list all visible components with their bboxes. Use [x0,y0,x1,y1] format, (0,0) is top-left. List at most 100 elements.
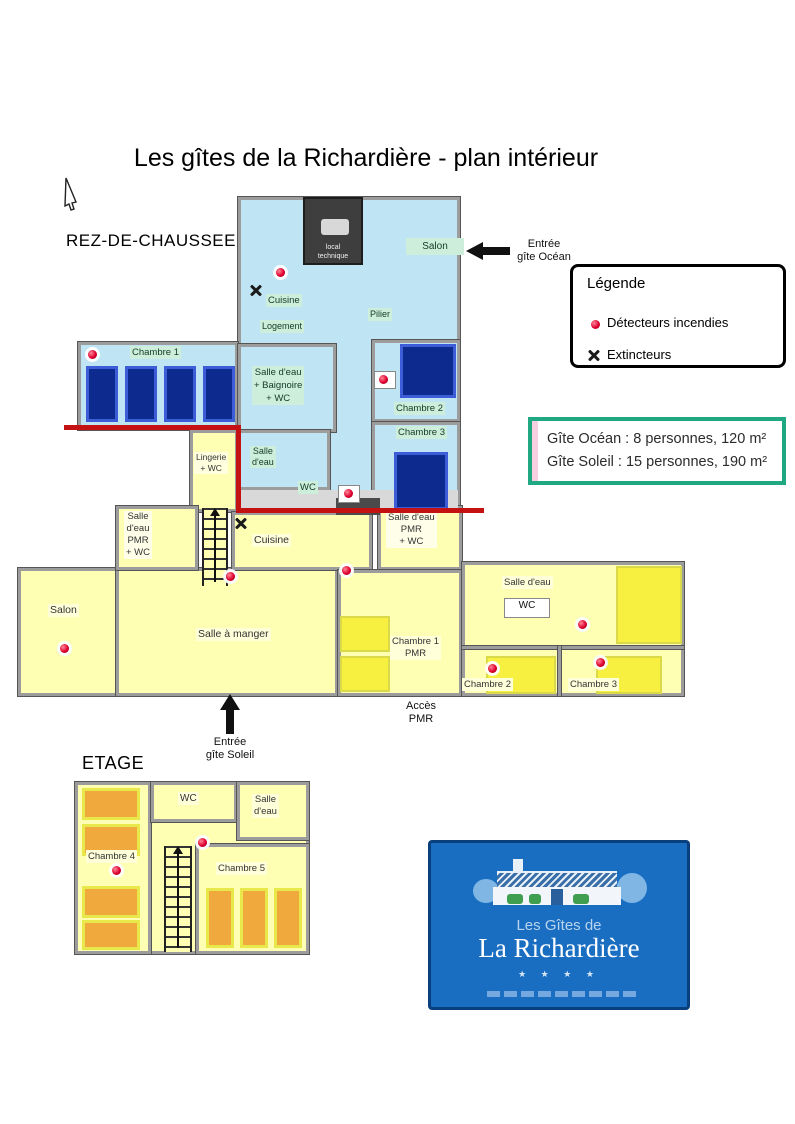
smoke-detector-dot [578,620,587,629]
room-label-soleil-salle-eau: Salle d'eau [502,576,553,589]
room-label-etage-salle-eau: Salle d'eau [252,794,279,818]
room-label-ocean-salle-eau2: Salle d'eau [250,446,276,468]
bed [82,886,140,918]
bed [400,344,456,398]
bush-icon [507,894,523,904]
room-label-soleil-cuisine: Cuisine [252,534,292,547]
gites-info-box: Gîte Océan : 8 personnes, 120 m² Gîte So… [528,417,786,485]
brand-logo: Les Gîtes de La Richardière ★ ★ ★ ★ [428,840,690,1010]
bed [82,788,140,820]
ocean-entrance-arrow-shaft [482,247,510,255]
room-label-soleil-wc: WC [518,600,536,611]
chimney-icon [513,859,523,871]
bed [82,920,140,950]
soleil-entrance-arrow-icon [220,694,240,710]
legend-detectors-label: Détecteurs incendies [607,315,729,330]
farmhouse-illustration-icon [471,853,647,913]
staircase-etage [164,846,192,952]
bed [340,656,390,692]
room-label-ocean-wc: WC [298,481,318,494]
bush-icon [529,894,541,904]
room-label-soleil-wc-box [504,598,550,618]
room-label-salle-a-manger: Salle à manger [196,628,271,641]
gite-divider-red-line [236,425,241,513]
room-label-etage-wc: WC [178,792,199,805]
room-soleil-salon [17,567,119,697]
cursor-artifact-icon [64,177,77,211]
room-label-soleil-chambre3: Chambre 3 [568,678,619,691]
room-ocean-chambre2 [371,339,461,423]
smoke-detector-dot [488,664,497,673]
gite-divider-red-line [236,508,484,513]
room-label-sdb-pmr-left: Salle d'eau PMR + WC [124,511,153,559]
ocean-entrance-arrow-icon [466,242,483,260]
smoke-detector-dot [344,489,353,498]
room-label-soleil-chambre2: Chambre 2 [462,678,513,691]
bed [394,452,448,510]
bed [203,366,235,422]
logo-line1: Les Gîtes de [516,917,602,934]
room-label-ocean-salon: Salon [406,238,464,255]
smoke-detector-dot [112,866,121,875]
pmr-access-label: Accès PMR [406,700,436,725]
room-label-sdb-pmr-right: Salle d'eau PMR + WC [386,512,437,548]
ground-floor-label: REZ-DE-CHAUSSEE [66,231,236,250]
bed [125,366,157,422]
smoke-detector-dot [342,566,351,575]
logo-stars: ★ ★ ★ ★ [518,969,600,979]
bed [274,888,302,948]
smoke-detector-dot [276,268,285,277]
smoke-detector-dot [198,838,207,847]
room-label-chambre1-pmr: Chambre 1 PMR [390,636,441,660]
soleil-entrance-label: Entrée gîte Soleil [205,736,255,761]
smoke-detector-dot [596,658,605,667]
smoke-detector-dot [226,572,235,581]
ocean-entrance-label: Entrée gîte Océan [517,238,571,263]
room-label-etage-chambre4: Chambre 4 [86,850,137,863]
room-label-ocean-logement: Logement [260,320,305,333]
boiler-icon [321,219,349,235]
room-label-ocean-cuisine: Cuisine [266,294,302,307]
logo-tagline [487,991,637,997]
extinguisher-marker [234,516,248,530]
legend-title: Légende [587,275,646,292]
legend-extinguishers-label: Extincteurs [607,347,672,362]
room-label-ocean-pilier: Pilier [368,308,393,321]
legend-extinguisher-icon [587,348,601,362]
bush-icon [573,894,589,904]
smoke-detector-dot [60,644,69,653]
inner-wall [461,645,685,650]
room-label-ocean-chambre3: Chambre 3 [396,426,447,439]
logo-line2: La Richardière [478,933,640,963]
legend-detector-dot [591,320,600,329]
info-box-edge [532,421,538,481]
inner-wall [557,645,562,697]
room-label-etage-chambre5: Chambre 5 [216,862,267,875]
room-label-local-technique: local technique [317,244,349,260]
page-title: Les gîtes de la Richardière - plan intér… [133,144,599,172]
smoke-detector-dot [379,375,388,384]
room-local-technique: local technique [303,197,363,265]
room-label-lingerie: Lingerie + WC [194,452,229,474]
room-label-ocean-salle-eau: Salle d'eau + Baignoire + WC [252,366,305,405]
smoke-detector-dot [88,350,97,359]
staircase-ground [202,508,228,586]
room-label-soleil-salon: Salon [48,604,79,617]
room-label-ocean-chambre2: Chambre 2 [394,402,445,415]
info-soleil: Gîte Soleil : 15 personnes, 190 m² [547,454,768,470]
legend-box: Légende Détecteurs incendies Extincteurs [570,264,786,368]
info-ocean: Gîte Océan : 8 personnes, 120 m² [547,431,767,447]
gite-divider-red-line [64,425,238,430]
extinguisher-marker [249,283,263,297]
bed [206,888,234,948]
bed [164,366,196,422]
room-label-ocean-chambre1: Chambre 1 [130,346,181,359]
bed [86,366,118,422]
bed [340,616,390,652]
soleil-entrance-arrow-shaft [226,708,234,734]
door-icon [551,889,563,905]
bed [616,566,682,644]
bed [240,888,268,948]
roof-icon [497,871,617,887]
